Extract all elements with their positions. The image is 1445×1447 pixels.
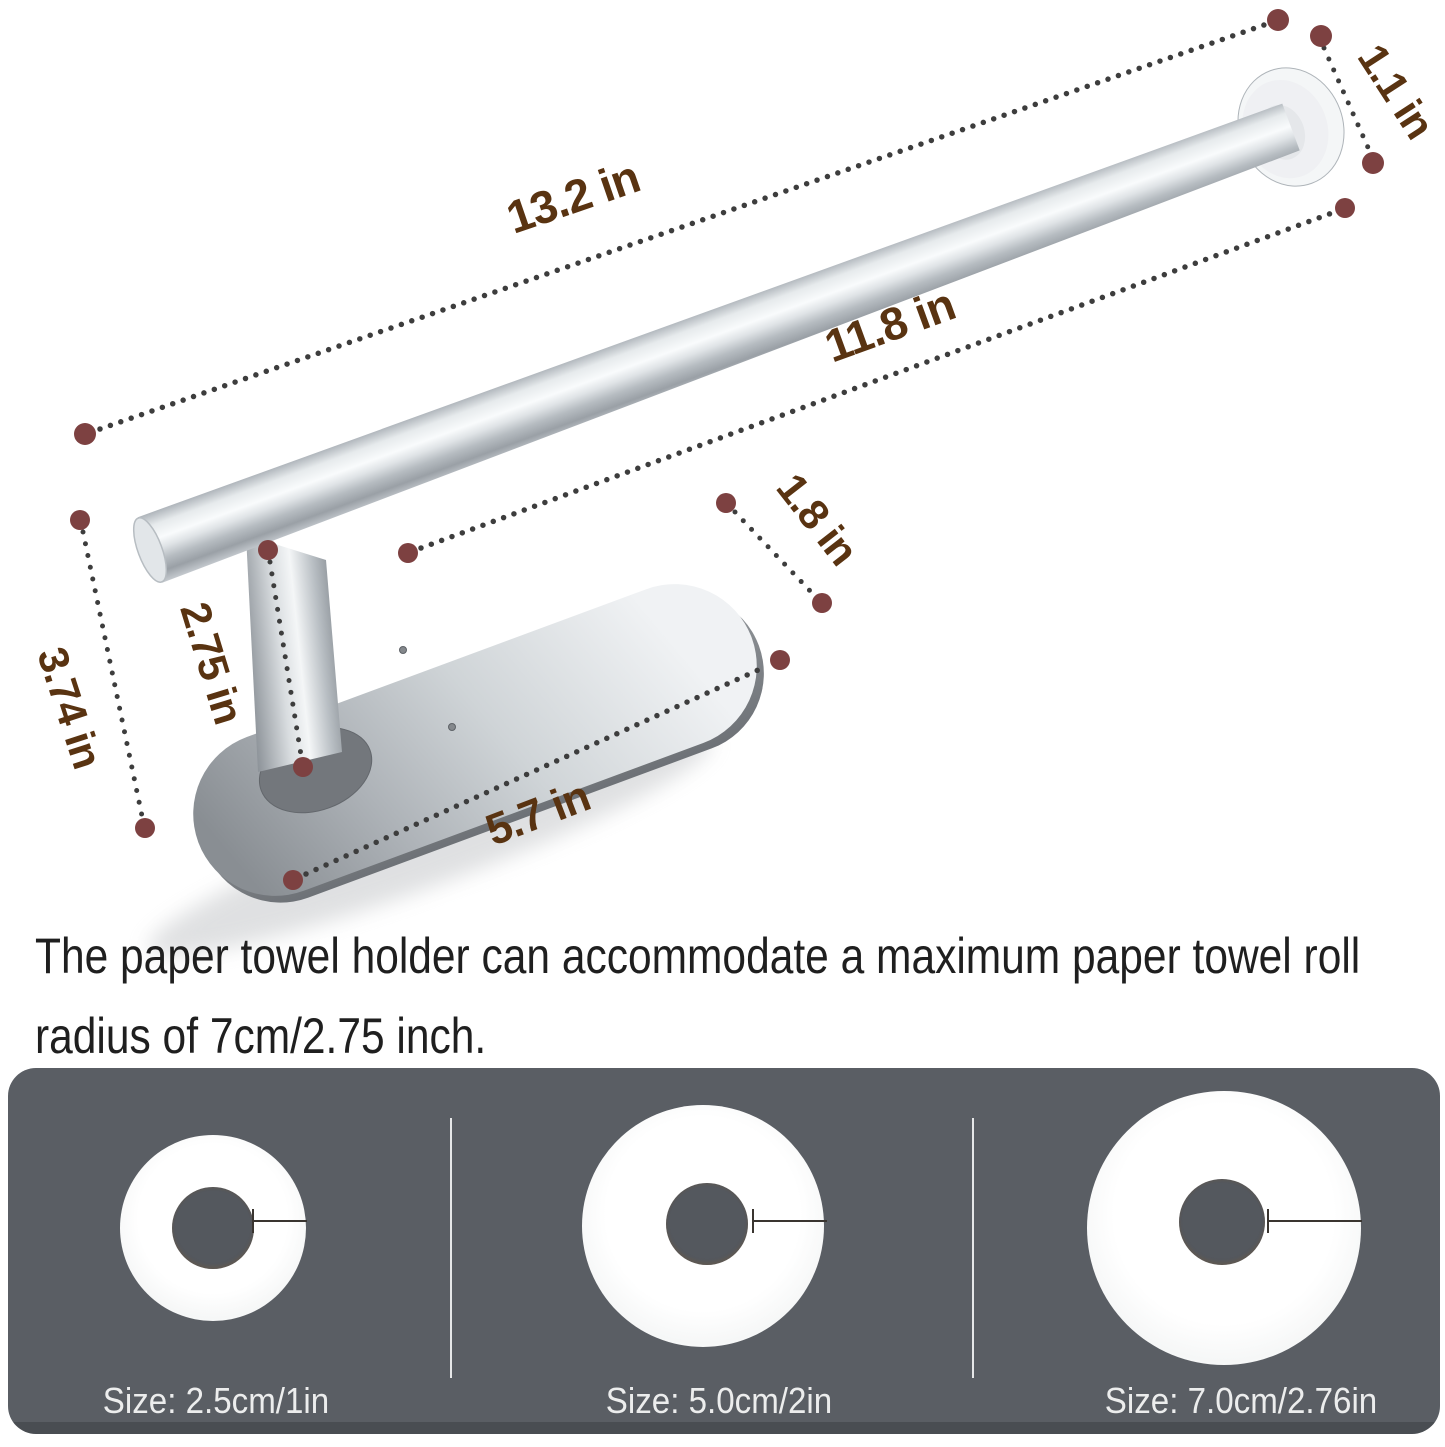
description-text: The paper towel holder can accommodate a… [35,916,1435,1076]
screw-hole [399,646,407,654]
roll-medium-hole [666,1183,748,1265]
roll-small-size-label: Size: 2.5cm/1in [102,1380,330,1421]
dimension-label: 13.2 in [500,150,646,244]
base-plate [193,584,764,903]
roll-large-radius-tick [1267,1209,1269,1233]
roll-medium-size-label: Size: 5.0cm/2in [605,1380,833,1421]
roll-large-radius-line [1267,1220,1362,1222]
dimension-base-offset: 1.8 in [716,465,867,613]
dimension-label: 2.75 in [171,597,252,729]
roll-small-hole [172,1187,254,1269]
panel-divider [450,1118,452,1378]
dimension-total-height: 3.74 in [28,510,155,838]
roll-large-hole [1179,1179,1265,1265]
roll-size-chart-panel: Size: 2.5cm/1in Size: 5.0cm/2in Size: 7.… [8,1068,1440,1434]
product-illustration: 13.2 in 1.1 in 11.8 in 1.8 in [28,9,1444,956]
roll-small-radius-tick [252,1209,254,1233]
description-line-2: radius of 7cm/2.75 inch. [35,1008,487,1064]
panel-bottom-shade [8,1422,1440,1434]
dimension-label: 1.1 in [1349,36,1444,147]
panel-divider [972,1118,974,1378]
dimension-label: 1.8 in [768,465,867,574]
dimension-label: 3.74 in [28,641,111,773]
roll-small-radius-line [252,1220,307,1222]
roll-large-size-label: Size: 7.0cm/2.76in [1104,1380,1378,1421]
roll-medium-radius-line [752,1220,827,1222]
holder-bar [132,103,1300,583]
screw-hole [448,723,456,731]
bar-end-cap [132,517,168,583]
roll-medium-radius-tick [752,1209,754,1233]
description-line-1: The paper towel holder can accommodate a… [35,928,1361,984]
support-post [246,535,342,772]
